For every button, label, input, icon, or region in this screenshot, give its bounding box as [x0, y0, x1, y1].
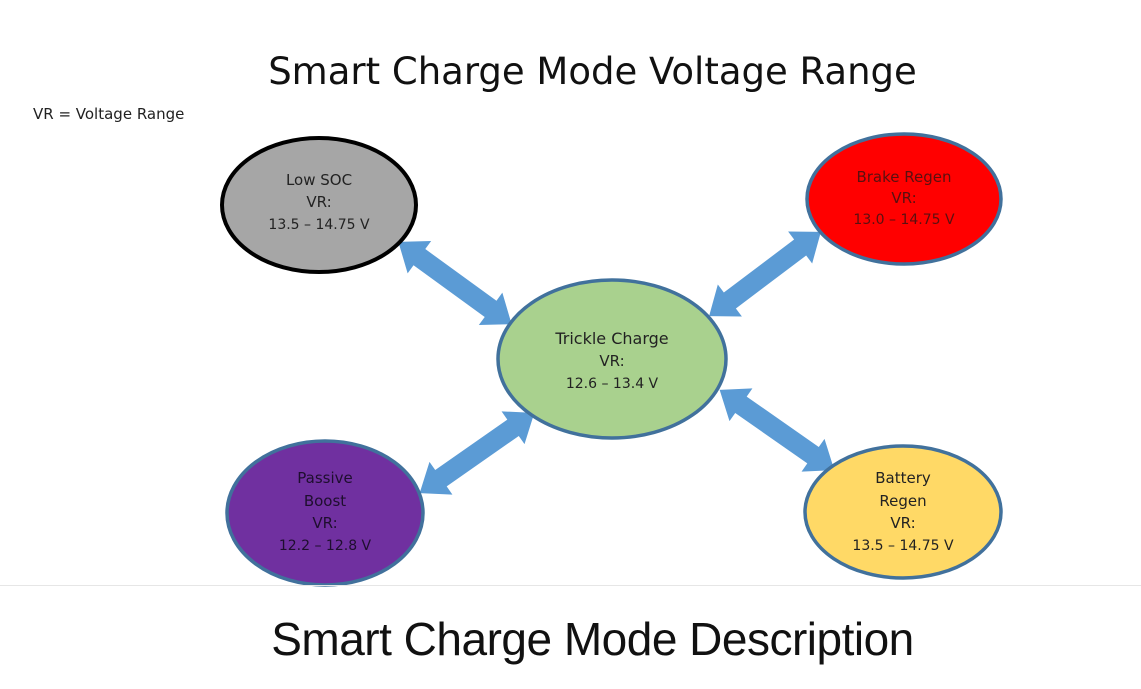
node-low-soc-line-2: VR: — [306, 193, 331, 211]
node-brake-regen-line-3: 13.0 – 14.75 V — [853, 212, 955, 228]
node-brake-regen: Brake Regen VR: 13.0 – 14.75 V — [805, 132, 1003, 266]
node-passive-boost-line-1: Passive — [297, 469, 352, 487]
node-low-soc-line-3: 13.5 – 14.75 V — [268, 217, 370, 233]
diagram-title: Smart Charge Mode Voltage Range — [268, 50, 917, 93]
node-trickle-line-2: VR: — [599, 352, 624, 370]
node-battery-regen-line-3: VR: — [890, 514, 915, 532]
node-passive-boost: Passive Boost VR: 12.2 – 12.8 V — [225, 439, 425, 587]
node-brake-regen-line-2: VR: — [891, 189, 916, 207]
arrow-passive-boost-trickle — [408, 396, 546, 510]
node-trickle-charge: Trickle Charge VR: 12.6 – 13.4 V — [496, 278, 728, 440]
node-trickle-line-1: Trickle Charge — [554, 329, 668, 348]
node-low-soc-line-1: Low SOC — [286, 171, 352, 189]
node-battery-regen-line-1: Battery — [875, 469, 931, 487]
node-battery-regen-line-4: 13.5 – 14.75 V — [852, 538, 954, 554]
section-divider — [0, 585, 1141, 586]
node-low-soc: Low SOC VR: 13.5 – 14.75 V — [220, 136, 418, 274]
legend-note: VR = Voltage Range — [33, 105, 185, 123]
node-brake-regen-line-1: Brake Regen — [856, 168, 951, 186]
node-battery-regen-line-2: Regen — [879, 492, 926, 510]
node-battery-regen: Battery Regen VR: 13.5 – 14.75 V — [803, 444, 1003, 580]
node-passive-boost-line-4: 12.2 – 12.8 V — [279, 538, 372, 554]
node-passive-boost-line-2: Boost — [304, 492, 346, 510]
arrow-brake-regen-trickle — [697, 215, 833, 333]
node-trickle-line-3: 12.6 – 13.4 V — [566, 376, 659, 392]
node-passive-boost-line-3: VR: — [312, 514, 337, 532]
arrow-low-soc-trickle — [386, 225, 524, 341]
page-caption: Smart Charge Mode Description — [271, 613, 914, 665]
